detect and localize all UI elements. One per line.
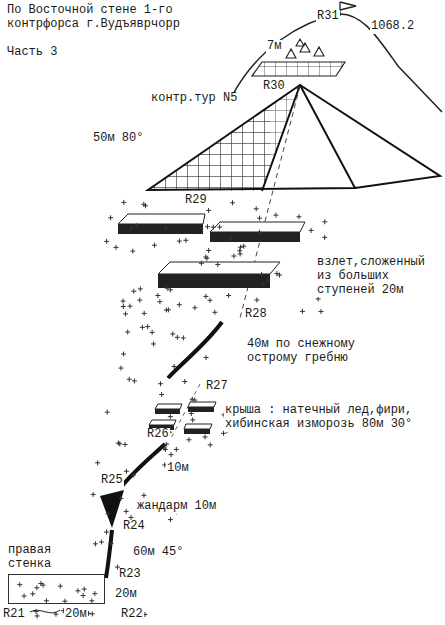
wall-prism-side: [262, 85, 440, 191]
gendarme-symbol: [100, 490, 124, 528]
route-label: R27: [205, 380, 229, 394]
route-label: R29: [184, 194, 208, 208]
route-slope: [106, 530, 112, 578]
wall-section-box: правая стенка: [8, 544, 105, 604]
route-label: 1068.2: [370, 20, 415, 34]
route-label: R30: [262, 80, 286, 94]
route-label: R26: [146, 428, 170, 442]
route-roof: [122, 444, 165, 486]
step-slabs: [118, 214, 305, 288]
section-frame: [8, 574, 105, 604]
route-label: жандарм 10м: [136, 500, 217, 514]
title: По Восточной стене 1-го контрфорса г.Вуд…: [6, 4, 198, 32]
route-label: 40м по снежному острому гребню: [246, 338, 413, 366]
route-label: 20м: [64, 608, 88, 622]
route-label: 60м 45°: [132, 546, 184, 560]
route-label: Часть 3: [6, 46, 58, 60]
summit-outline: [232, 14, 442, 112]
route-label: R28: [244, 308, 268, 322]
route-label: крыша : натечный лед,фири, хибинская изм…: [224, 404, 416, 432]
cairn-marks: [286, 39, 324, 58]
route-label: 7м: [266, 40, 282, 54]
route-label: 20м: [114, 588, 138, 602]
route-label: R31: [316, 10, 340, 24]
cairn-slab: [252, 62, 345, 76]
route-ridge: [168, 322, 222, 378]
route-label: R25: [100, 474, 124, 488]
route-label: R24: [122, 520, 146, 534]
summit-flag: [340, 2, 356, 16]
section-heading: правая стенка: [8, 544, 68, 572]
route-label: взлет,сложенный из больших ступеней 20м: [316, 256, 428, 297]
route-label: R21: [2, 608, 26, 622]
route-label: контр.тур N5: [150, 92, 238, 106]
route-label: 50м 80°: [92, 132, 144, 146]
route-label: R23: [118, 568, 142, 582]
route-label: R22: [120, 608, 144, 622]
route-label: 10м: [166, 462, 190, 476]
